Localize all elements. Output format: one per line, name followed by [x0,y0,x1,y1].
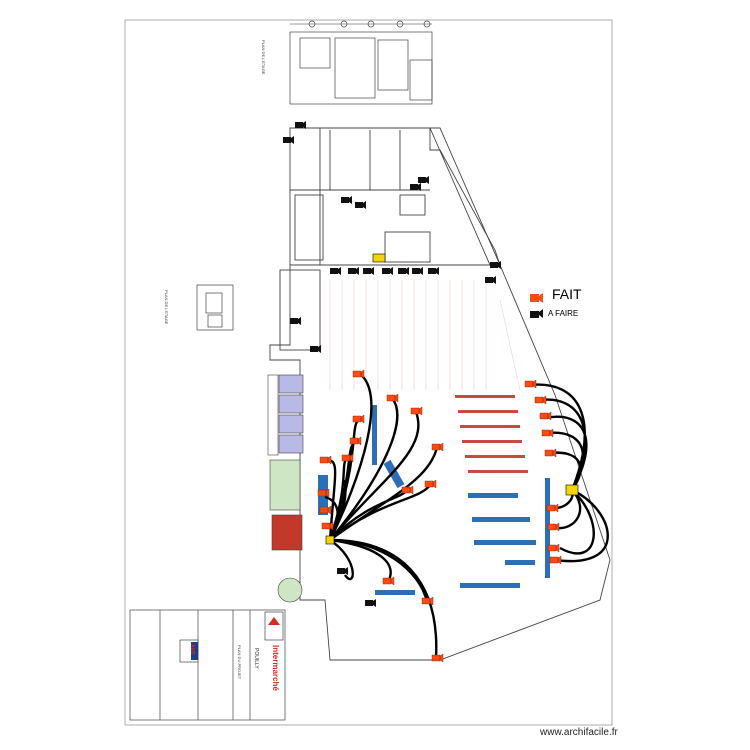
legend-done-label: FAIT [552,286,582,302]
svg-text:Intermarché: Intermarché [271,645,280,691]
brand-logo: Intermarché [268,617,280,691]
store-name: POUILLY [253,648,259,669]
offices [267,374,304,456]
red-racks [455,395,528,473]
drawing-title: PLAN DU PROJET [237,645,242,680]
legend-todo-label: A FAIRE [548,309,579,318]
svg-text:AEB: AEB [189,644,195,655]
sales-floor-hatch [329,280,521,391]
legend-todo-icon [530,309,543,318]
title-block [129,609,286,721]
sheet-border [124,19,613,726]
lower-level-title: PLAN DE L'ETAGE [164,290,169,325]
cameras-done [317,369,562,663]
upper-floor-plan [289,20,433,105]
watermark[interactable]: www.archifacile.fr [540,727,618,738]
upper-floor-title: PLAN DE L'ETAGE [261,40,266,75]
legend-done-icon [530,293,543,303]
entrance-zone [269,459,303,603]
network-cables [324,370,609,659]
company-logo: AEB [189,642,198,660]
lower-level-plan [196,284,234,331]
server-cabinets [325,253,579,545]
building-outline [269,127,611,661]
cameras-todo [283,121,501,607]
